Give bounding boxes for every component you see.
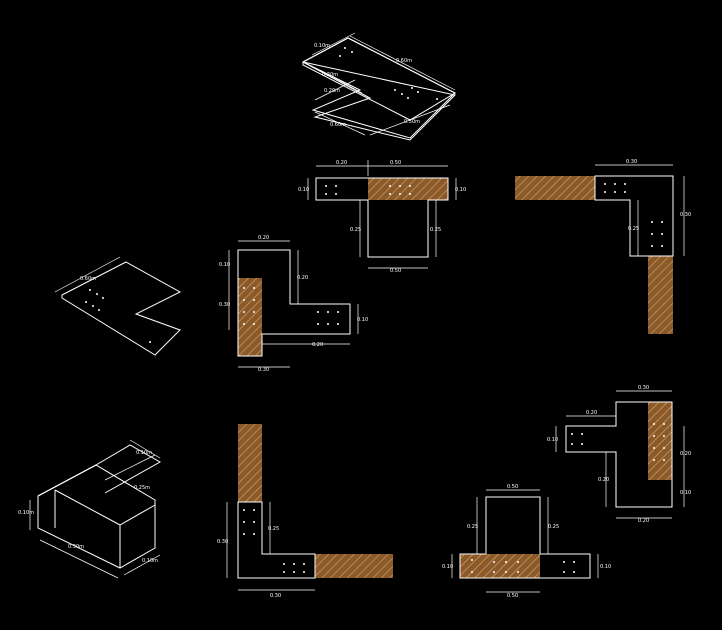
plate-bottom-right: 0.30 0.20 0.10 0.20 0.20 0.10 0.20 xyxy=(547,385,691,524)
iso-box-dim-2: 0.25m xyxy=(134,485,150,491)
pbc-top: 0.50 xyxy=(507,484,518,490)
ptc-h-right: 0.10 xyxy=(455,187,466,193)
plate-top-right: 0.30 0.30 0.25 xyxy=(515,159,691,334)
pbc-left: 0.25 xyxy=(467,524,478,530)
plate-bottom-left: 0.30 0.25 0.30 xyxy=(217,424,393,599)
iso-box-dim-1: 0.10m xyxy=(136,450,152,456)
iso-box-dim-4: 0.10m xyxy=(142,558,158,564)
iso-left-dim-1: 0.60m xyxy=(80,276,96,282)
iso-top-dim-4: 0.20m xyxy=(324,88,340,94)
pbr-v-left: 0.20 xyxy=(598,477,609,483)
pml-left: 0.30 xyxy=(219,302,230,308)
pbc-side-left: 0.10 xyxy=(442,564,453,570)
ptc-v-right: 0.25 xyxy=(430,227,441,233)
iso-box: 0.10m 0.25m 0.10m 0.10m 0.30m xyxy=(18,439,162,579)
ptr-right: 0.30 xyxy=(680,212,691,218)
plate-bottom-center: 0.50 0.25 0.25 0.10 0.10 0.50 xyxy=(442,484,611,599)
plate-mid-left: 0.20 0.10 0.30 0.20 0.10 0.20 0.30 xyxy=(219,235,368,373)
pml-left-top: 0.10 xyxy=(219,262,230,268)
pbc-side-right: 0.10 xyxy=(600,564,611,570)
ptc-w-left: 0.20 xyxy=(336,160,347,166)
pbr-right: 0.20 xyxy=(680,451,691,457)
pbl-inner: 0.25 xyxy=(268,526,279,532)
ptr-inner: 0.25 xyxy=(628,226,639,232)
pbr-left-top: 0.10 xyxy=(547,437,558,443)
pml-right-top: 0.20 xyxy=(297,275,308,281)
pml-bottom: 0.30 xyxy=(258,367,269,373)
pml-right: 0.10 xyxy=(357,317,368,323)
pbl-bottom: 0.30 xyxy=(270,593,281,599)
iso-top-plate: 0.10m 0.60m 0.20m 0.20m 0.50m 0.60m xyxy=(301,32,457,141)
ptc-v-left: 0.25 xyxy=(350,227,361,233)
pbl-left: 0.30 xyxy=(217,539,228,545)
iso-box-dim-5: 0.30m xyxy=(68,544,84,550)
pbr-bottom: 0.20 xyxy=(638,518,649,524)
iso-top-dim-5: 0.50m xyxy=(404,119,420,125)
pbc-bottom: 0.50 xyxy=(507,593,518,599)
pml-inner: 0.20 xyxy=(312,342,323,348)
pbc-right: 0.25 xyxy=(548,524,559,530)
pml-top: 0.20 xyxy=(258,235,269,241)
pbr-left: 0.20 xyxy=(586,410,597,416)
iso-left-plate: 0.60m xyxy=(54,256,182,356)
pbr-top: 0.30 xyxy=(638,385,649,391)
iso-box-dim-3: 0.10m xyxy=(18,510,34,516)
iso-top-dim-6: 0.60m xyxy=(330,122,346,128)
iso-top-dim-1: 0.10m xyxy=(314,43,330,49)
ptc-bottom: 0.50 xyxy=(390,268,401,274)
iso-top-dim-2: 0.60m xyxy=(396,58,412,64)
ptr-top: 0.30 xyxy=(626,159,637,165)
plate-top-center: 0.20 0.50 0.10 0.10 0.25 0.25 0.50 xyxy=(298,160,466,274)
ptc-w-right: 0.50 xyxy=(390,160,401,166)
ptc-h-left: 0.10 xyxy=(298,187,309,193)
pbr-right-bottom: 0.10 xyxy=(680,490,691,496)
iso-top-dim-3: 0.20m xyxy=(322,72,338,78)
